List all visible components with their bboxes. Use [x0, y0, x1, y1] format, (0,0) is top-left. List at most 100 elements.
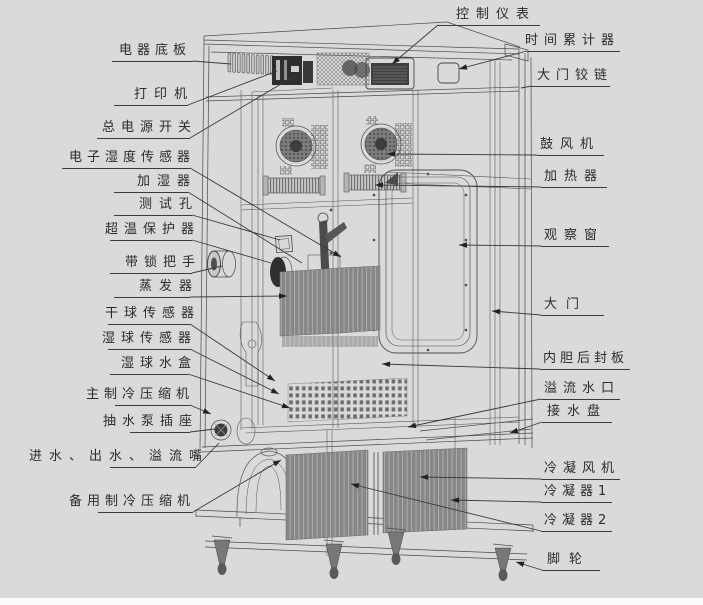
- cabinet-outline: [195, 21, 534, 561]
- caster-wheels: [211, 527, 514, 581]
- arrowhead-main-refrigeration-compressor: [202, 408, 211, 414]
- label-inner-liner-rear-panel: 内胆后封板: [543, 351, 629, 366]
- arrowhead-electronic-humidity-sensor: [332, 250, 341, 257]
- arrowhead-condenser-fan: [420, 474, 429, 480]
- label-over-temperature-protector: 超温保护器: [105, 222, 201, 237]
- arrowhead-wet-bulb-water-box: [281, 402, 290, 409]
- leader-overflow-water-outlet: [407, 398, 542, 428]
- arrowhead-water-collection-tray: [510, 427, 519, 434]
- condenser-1-block: [382, 447, 468, 534]
- leader-water-inlet-outlet-overflow-nozzles: [195, 442, 220, 468]
- power-switch-block: [303, 61, 313, 83]
- label-condenser-1: 冷凝器1: [544, 484, 612, 499]
- label-water-inlet-outlet-overflow-nozzles: 进水、出水、溢流嘴: [29, 449, 210, 464]
- label-test-hole: 测试孔: [139, 197, 200, 212]
- leader-lines: [62, 24, 630, 571]
- label-main-power-switch: 总电源开关: [102, 120, 198, 135]
- label-door-hinge: 大门铰链: [537, 68, 614, 83]
- perforated-plate: [287, 377, 408, 423]
- arrowhead-control-instrument: [392, 56, 400, 64]
- label-door: 大门: [544, 297, 589, 312]
- leader-main-power-switch: [189, 73, 299, 139]
- label-electrical-base-plate: 电器底板: [119, 43, 192, 58]
- evaporator-block: [279, 265, 381, 347]
- arrowhead-wet-bulb-sensor: [270, 387, 279, 394]
- leader-control-instrument: [391, 24, 439, 65]
- leader-water-pump-socket: [189, 428, 216, 433]
- arrowhead-inner-liner-rear-panel: [382, 361, 391, 368]
- leader-time-accumulator: [458, 50, 528, 70]
- label-overflow-water-outlet: 溢流水口: [544, 381, 621, 396]
- observation-window-frame: [378, 169, 478, 354]
- time-accumulator-block: [437, 62, 460, 84]
- leader-heater: [374, 184, 542, 188]
- label-evaporator: 蒸发器: [139, 279, 200, 294]
- sensor-bracket: [239, 321, 262, 387]
- leader-electronic-humidity-sensor: [189, 167, 342, 258]
- label-locking-handle: 带锁把手: [125, 255, 202, 270]
- arrowhead-condenser-2: [351, 483, 360, 489]
- label-time-accumulator: 时间累计器: [524, 33, 620, 48]
- leader-electrical-base-plate: [192, 60, 232, 65]
- label-dry-bulb-sensor: 干球传感器: [105, 306, 201, 321]
- vent-slots: [227, 52, 274, 76]
- leader-backup-refrigeration-compressor: [192, 459, 282, 513]
- leader-door-hinge: [520, 85, 533, 89]
- label-condenser-2: 冷凝器2: [544, 513, 612, 528]
- water-pump-socket-block: [210, 417, 256, 445]
- leader-condenser-fan: [419, 476, 542, 480]
- electrical-compartment: [227, 52, 460, 90]
- label-observation-window: 观察窗: [544, 228, 605, 243]
- arrowhead-heater: [375, 182, 384, 188]
- leader-condenser-2: [350, 483, 542, 532]
- leader-condenser-1: [450, 499, 542, 503]
- condenser-2-block: [285, 449, 369, 541]
- arrowhead-overflow-water-outlet: [408, 422, 417, 429]
- printer-block: [272, 56, 302, 85]
- leader-blower-fan: [386, 153, 538, 156]
- leader-locking-handle: [191, 265, 223, 274]
- heater-right: [343, 172, 407, 193]
- heater-left: [262, 175, 326, 196]
- arrowhead-condenser-1: [451, 497, 460, 503]
- arrowhead-blower-fan: [387, 151, 396, 157]
- label-condenser-fan: 冷凝风机: [544, 461, 621, 476]
- leader-wet-bulb-sensor: [189, 348, 280, 395]
- label-backup-refrigeration-compressor: 备用制冷压缩机: [68, 494, 195, 509]
- arrowhead-dry-bulb-sensor: [266, 374, 275, 381]
- leader-observation-window: [458, 244, 542, 247]
- label-main-refrigeration-compressor: 主制冷压缩机: [86, 387, 195, 402]
- label-heater: 加热器: [544, 169, 605, 184]
- label-humidifier: 加湿器: [137, 174, 198, 189]
- locking-handle-cylinder: [207, 250, 236, 278]
- condenser-pipes: [373, 452, 379, 535]
- arrowhead-casters: [516, 561, 525, 568]
- leader-printer: [187, 70, 278, 106]
- label-wet-bulb-water-box: 湿球水盒: [121, 356, 198, 371]
- bottom-margin: [0, 598, 703, 605]
- arrowhead-evaporator: [278, 293, 287, 299]
- leader-inner-liner-rear-panel: [381, 363, 541, 370]
- label-water-pump-socket: 抽水泵插座: [103, 414, 199, 429]
- label-wet-bulb-sensor: 湿球传感器: [102, 331, 198, 346]
- arrowhead-observation-window: [459, 242, 468, 248]
- blower-fan-left: [275, 118, 328, 175]
- leader-dry-bulb-sensor: [189, 323, 276, 382]
- leader-humidifier: [187, 191, 303, 264]
- arrowhead-time-accumulator: [459, 64, 468, 70]
- arrowhead-door: [492, 308, 501, 315]
- label-water-collection-tray: 接水盘: [547, 404, 608, 419]
- leader-door: [491, 310, 542, 316]
- label-blower-fan: 鼓风机: [540, 137, 601, 152]
- chamber-wireframe: [240, 60, 532, 556]
- relay-board: [316, 52, 370, 86]
- blower-fan-right: [360, 116, 412, 173]
- control-instrument-block: [365, 57, 415, 90]
- label-casters: 脚轮: [547, 552, 592, 567]
- label-printer: 打印机: [133, 87, 194, 102]
- leader-test-hole: [191, 214, 281, 241]
- label-control-instrument: 控制仪表: [455, 7, 536, 22]
